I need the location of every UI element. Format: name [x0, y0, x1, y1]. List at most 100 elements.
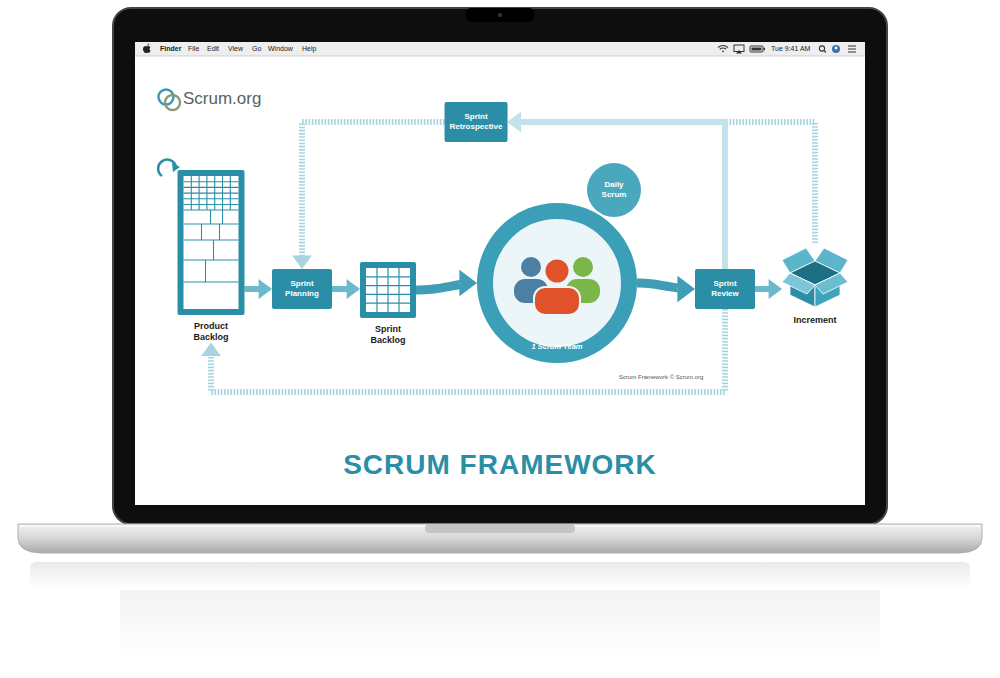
menu-bar	[135, 42, 865, 56]
menu-item: View	[228, 44, 243, 54]
menu-bar	[135, 56, 865, 57]
backlog-grid	[366, 294, 410, 295]
sprint-backlog: Sprint Backlog	[360, 262, 416, 346]
node-label: Daily Scrum	[602, 180, 627, 199]
backlog-grid	[219, 224, 220, 240]
node-label: Sprint Backlog	[370, 324, 405, 346]
laptop-reflection	[30, 562, 970, 660]
laptop-bezel	[113, 8, 887, 524]
backlog-grid	[213, 240, 214, 260]
backlog-grid	[387, 268, 388, 312]
scrum-logo-mark	[165, 95, 180, 110]
node-label: Sprint Retrospective	[450, 112, 503, 131]
laptop-reflection	[30, 562, 970, 588]
backlog-grid	[184, 187, 239, 188]
backlog-grid	[376, 268, 377, 312]
menu-bar	[135, 42, 865, 56]
backlog-grid	[366, 303, 410, 304]
backlog-grid	[222, 210, 223, 224]
refresh-arrow	[158, 160, 180, 176]
backlog-sheet	[366, 268, 410, 312]
flow-arrow	[245, 279, 273, 299]
product-backlog: Product Backlog	[178, 170, 245, 343]
backlog-grid	[184, 204, 239, 205]
laptop-base	[425, 524, 575, 533]
wifi-icon	[718, 46, 728, 48]
backlog-grid	[184, 259, 239, 260]
menu-item: File	[188, 44, 199, 54]
box-icon	[782, 273, 815, 294]
arrowhead	[507, 112, 520, 132]
copyright-note: Scrum Framework © Scrum.org	[619, 373, 703, 381]
scrum-logo-mark	[159, 90, 181, 111]
arrowhead	[347, 279, 360, 299]
sprint-backlog-icon	[360, 262, 416, 318]
list-icon	[848, 52, 856, 53]
increment-icon	[782, 243, 848, 309]
diagram-title: SCRUM FRAMEWORK	[0, 448, 1000, 482]
backlog-grid	[366, 268, 410, 312]
logo-text: Scrum.org	[183, 89, 261, 109]
menu-item: Go	[252, 44, 261, 54]
laptop-base	[18, 524, 982, 553]
menu-item: Finder	[160, 44, 181, 54]
backlog-grid	[184, 239, 239, 240]
sprint-retrospective-box: Sprint Retrospective	[445, 102, 508, 142]
arrowhead	[507, 112, 520, 132]
menu-item: Window	[268, 44, 293, 54]
feedback-dotted-line	[211, 309, 725, 392]
team-member-icon	[521, 257, 541, 277]
box-icon	[815, 273, 848, 294]
list-icon	[848, 46, 856, 47]
battery-icon	[752, 48, 762, 51]
backlog-sheet	[184, 176, 239, 309]
feedback-dotted-line	[302, 122, 445, 257]
feedback-dotted-line	[292, 122, 444, 269]
search-icon	[819, 46, 824, 51]
product-backlog-icon	[178, 170, 245, 315]
arrowhead	[259, 279, 272, 299]
backlog-grid	[184, 198, 239, 199]
backlog-grid	[210, 210, 211, 224]
backlog-grid	[184, 176, 239, 282]
arrowhead	[677, 276, 695, 303]
list-icon	[848, 49, 856, 50]
battery-icon	[764, 48, 766, 50]
arrowhead	[459, 270, 477, 297]
team-member-icon	[534, 259, 580, 316]
daily-scrum-circle: Daily Scrum	[587, 163, 641, 217]
wifi-icon	[718, 46, 728, 53]
scrum-team-circle: 1 Scrum Team	[477, 203, 637, 363]
backlog-grid	[205, 260, 206, 282]
flow-swoosh	[416, 283, 464, 290]
backlog-frame	[178, 170, 245, 315]
backlog-grid	[184, 193, 239, 194]
menu-clock: Tue 9:41 AM	[771, 44, 810, 54]
flow-arrow	[332, 279, 360, 299]
feedback-dotted-line	[201, 309, 725, 392]
backlog-grid	[184, 181, 239, 182]
laptop-bezel	[498, 13, 502, 17]
laptop-bezel	[466, 8, 534, 22]
menu-item: Edit	[207, 44, 219, 54]
battery-icon	[750, 46, 763, 52]
scrum-team-ring	[485, 211, 629, 355]
arrowhead	[292, 256, 312, 269]
team-member-icon	[573, 257, 593, 277]
apple-logo	[143, 46, 151, 53]
backlog-grid	[184, 281, 239, 282]
flow-swoosh	[637, 283, 682, 289]
flow-arrow	[755, 286, 770, 292]
user-avatar	[835, 47, 838, 50]
team-member-icon	[534, 287, 580, 315]
search-icon	[824, 51, 826, 53]
battery-icon	[750, 46, 765, 52]
laptop-screen	[135, 42, 865, 505]
node-label: 1 Scrum Team	[477, 342, 637, 351]
sprint-planning-box: Sprint Planning	[272, 269, 332, 309]
node-label: Increment	[793, 315, 836, 326]
arrowhead	[201, 343, 221, 356]
backlog-grid	[398, 268, 399, 312]
list-icon	[848, 46, 856, 52]
flow-swoosh	[416, 270, 477, 297]
